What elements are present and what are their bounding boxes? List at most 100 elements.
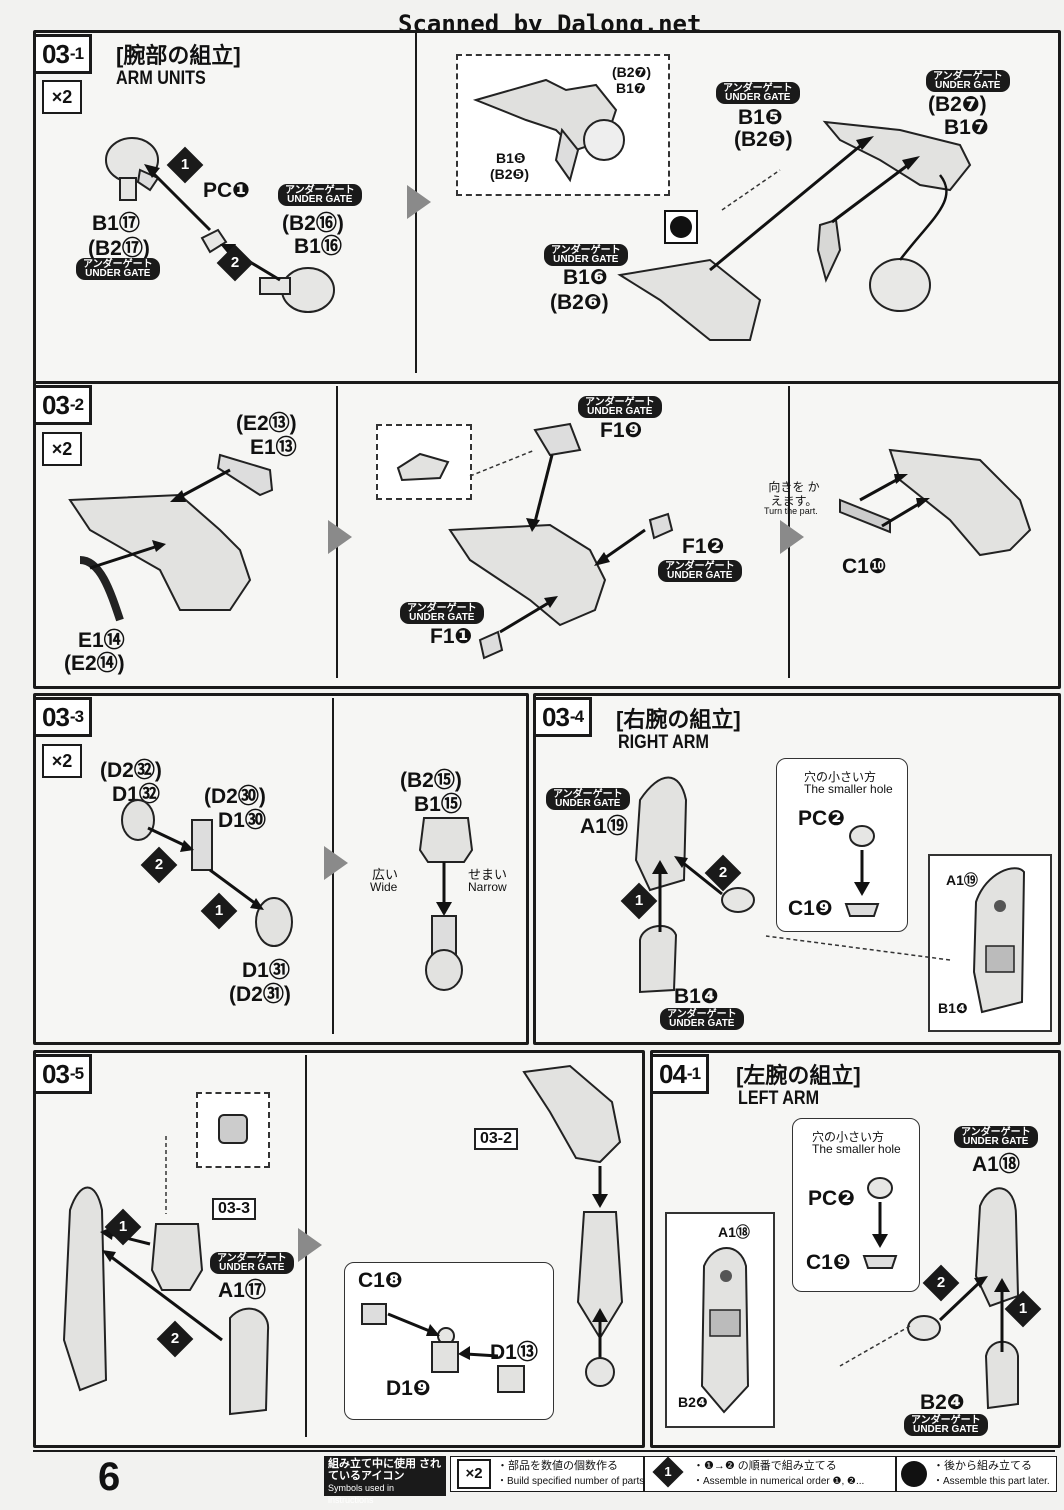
hole-note-en: The smaller hole	[812, 1142, 901, 1156]
elbow-joint-drawing	[121, 799, 293, 947]
part-detail-drawing	[396, 452, 450, 482]
ref-step-03-2-box: 03-2	[474, 1128, 519, 1150]
forearm-drawing-1	[68, 453, 274, 622]
part-label: F1❷	[682, 535, 725, 558]
part-label: D1❾	[386, 1377, 431, 1400]
socket-detail-icon	[218, 1114, 248, 1144]
arm-joint-drawing	[105, 137, 335, 313]
arm-armor-drawing	[617, 120, 972, 341]
part-label: (B2❺)	[734, 128, 793, 151]
part-label: (B2❺)	[490, 166, 530, 182]
right-arm-drawing	[634, 776, 755, 994]
upper-arm-drawing	[62, 1136, 270, 1416]
part-label: B1❹	[938, 1000, 968, 1016]
forearm-drawing-2	[448, 422, 674, 660]
step-label-03-2: 03-2	[33, 385, 93, 425]
part-label: C1❿	[842, 555, 887, 578]
step-title-en: LEFT ARM	[738, 1088, 820, 1109]
part-label: (B2⑮)	[400, 769, 462, 792]
step-number-1-icon: 1	[652, 1456, 684, 1488]
step-title-jp: [右腕の組立]	[616, 707, 741, 732]
hole-note-jp: 穴の小さい方	[804, 770, 877, 784]
part-label: (E2⑭)	[64, 652, 125, 675]
part-label: B1❺	[738, 106, 783, 129]
multiplier-x2-icon: ×2	[457, 1459, 491, 1489]
step-number-1-icon: 1	[104, 1208, 142, 1246]
part-label: A1⑱	[718, 1224, 750, 1240]
hole-note-en: The smaller hole	[804, 782, 893, 796]
part-label: (D2㉚)	[204, 785, 266, 808]
next-arrow-icon	[407, 185, 431, 219]
elbow-cover-drawing	[418, 817, 474, 991]
part-label: B1❻	[563, 266, 608, 289]
turn-note-jp: 向きを かえます。	[768, 480, 820, 508]
step-number-1-icon: 1	[620, 882, 658, 920]
forearm-drawing-3	[839, 448, 1032, 557]
part-label: B1❹	[674, 985, 719, 1008]
part-label: D1㉛	[242, 959, 290, 982]
part-label: A1⑲	[580, 815, 628, 838]
legend-later: ・後から組み立てる ・Assemble this part later.	[896, 1456, 1057, 1492]
part-label: A1⑱	[972, 1153, 1020, 1176]
legend-order: 1 ・❶→❷ の順番で組み立てる ・Assemble in numerical …	[644, 1456, 896, 1492]
detail-box	[776, 758, 908, 932]
part-label: F1❶	[430, 625, 473, 648]
step-title-jp: [腕部の組立]	[116, 43, 241, 68]
step-label-03-4: 03-4	[533, 697, 593, 737]
page-number: 6	[98, 1455, 121, 1499]
wide-note-jp: 広い	[372, 867, 399, 882]
step-title-en: ARM UNITS	[116, 68, 206, 89]
footer-rule	[33, 1450, 1055, 1452]
step-number-1-icon: 1	[166, 146, 204, 184]
next-arrow-icon	[298, 1228, 322, 1262]
step-number-2-icon: 2	[216, 244, 254, 282]
narrow-note-en: Narrow	[468, 880, 507, 894]
polycap-drawing	[844, 825, 880, 917]
right-arm-section-drawing	[972, 867, 1026, 1014]
step-number-1-icon: 1	[1004, 1290, 1042, 1328]
part-label: A1⑰	[218, 1279, 266, 1302]
part-label: F1❾	[600, 419, 643, 442]
part-label: (B2⑰)	[88, 237, 150, 260]
part-label: C1❾	[806, 1251, 851, 1274]
part-label: C1❽	[358, 1269, 403, 1292]
part-label: (E2⑬)	[236, 412, 297, 435]
part-label: D1⑬	[490, 1341, 538, 1364]
step-number-2-icon: 2	[140, 846, 178, 884]
next-arrow-icon	[328, 520, 352, 554]
assemble-later-icon	[901, 1461, 927, 1487]
next-arrow-icon	[780, 520, 804, 554]
part-label: C1❾	[788, 897, 833, 920]
multiplier-x2-icon: ×2	[42, 432, 82, 466]
hole-note-jp: 穴の小さい方	[812, 1130, 885, 1144]
shoulder-part-drawing	[472, 78, 625, 183]
step-label-04-1: 04-1	[650, 1054, 710, 1094]
part-label: E1⑭	[78, 629, 125, 652]
part-label: D1㉜	[112, 783, 160, 806]
part-label: (B2⑯)	[282, 212, 344, 235]
part-label: (D2㉛)	[229, 983, 291, 1006]
multiplier-x2-icon: ×2	[42, 744, 82, 778]
step-title-en: RIGHT ARM	[618, 732, 709, 753]
step-number-2-icon: 2	[922, 1264, 960, 1302]
left-arm-section-drawing	[700, 1247, 750, 1414]
arm-assembly-drawing	[522, 1064, 624, 1387]
part-label: E1⑬	[250, 436, 297, 459]
multiplier-x2-icon: ×2	[42, 80, 82, 114]
part-label: B1⑰	[92, 212, 140, 235]
step-label-03-5: 03-5	[33, 1054, 93, 1094]
ref-step-03-3-box: 03-3	[212, 1198, 257, 1220]
part-label: B2❹	[920, 1391, 965, 1414]
part-label: (B2❼)	[612, 64, 652, 80]
left-arm-drawing	[839, 1187, 1020, 1410]
detail-box	[792, 1118, 920, 1292]
